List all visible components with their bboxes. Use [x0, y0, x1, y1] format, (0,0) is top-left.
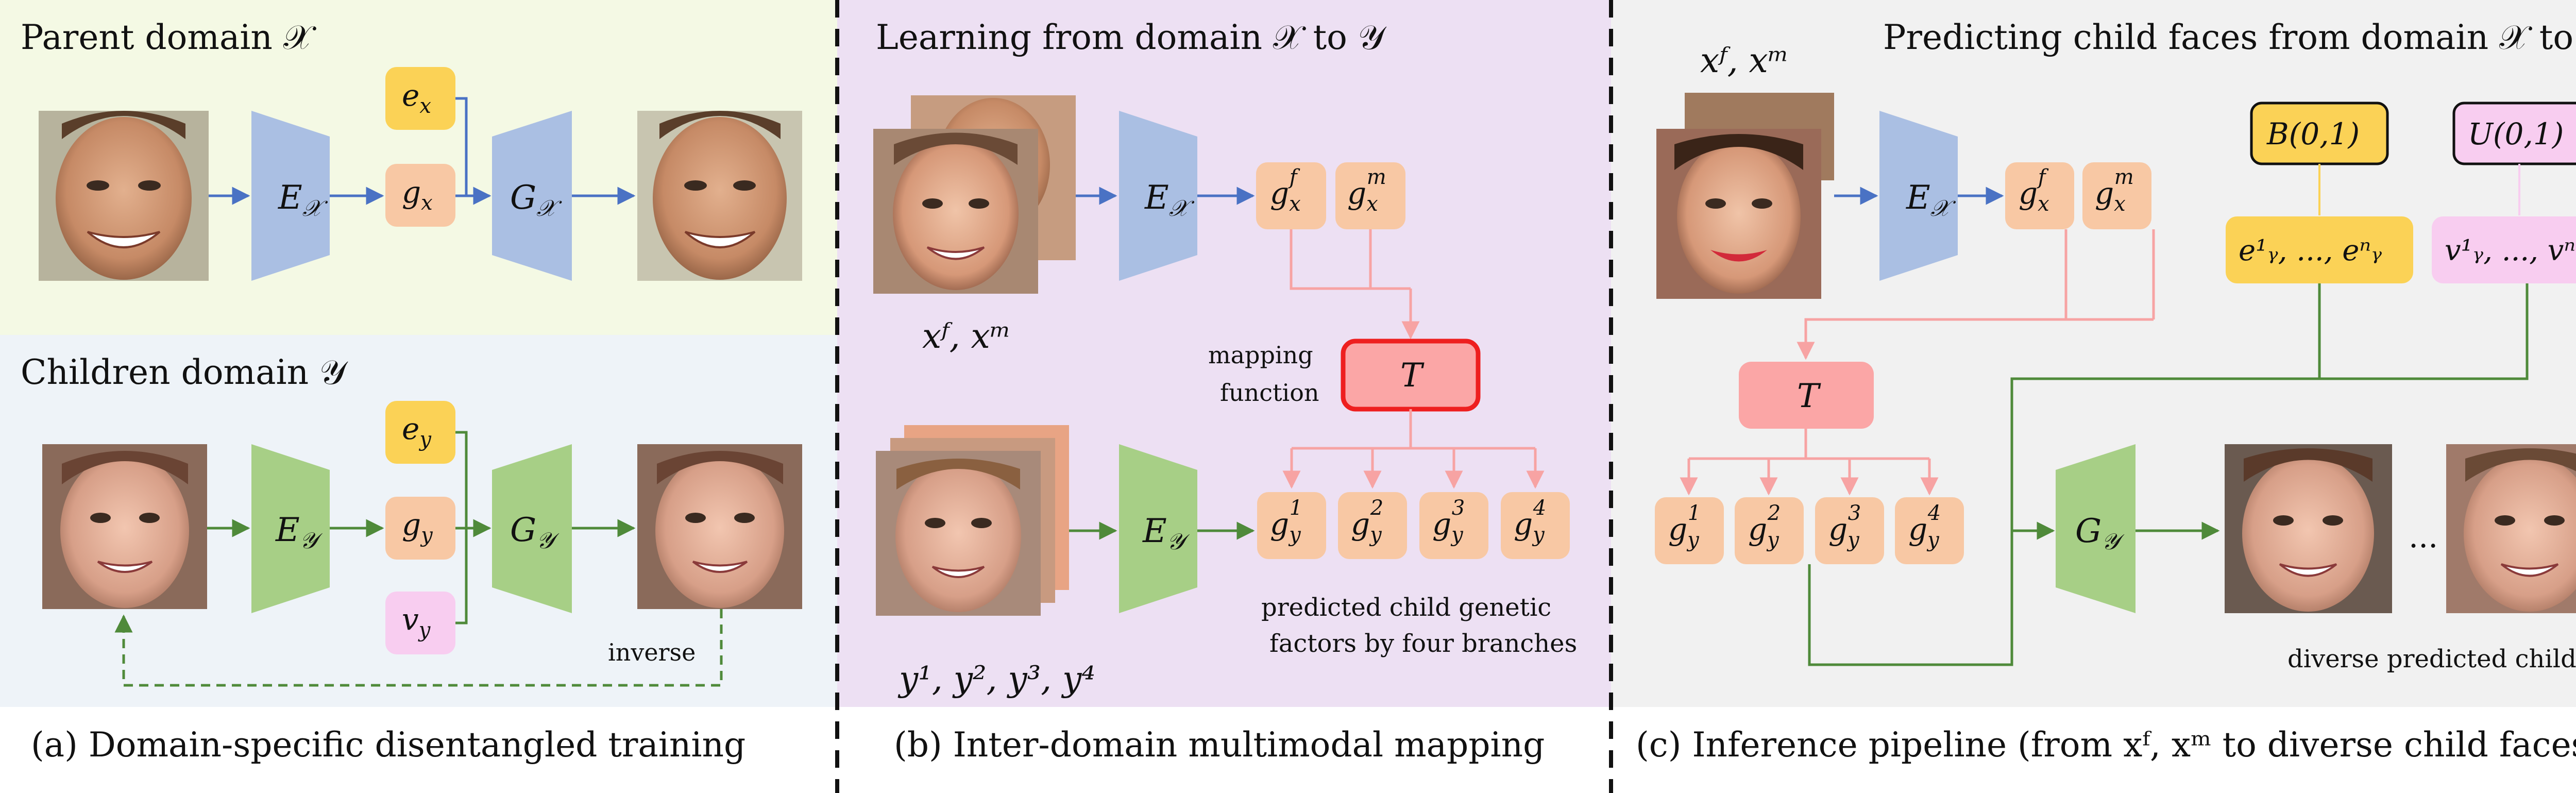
svg-text:B(0,1): B(0,1): [2266, 116, 2360, 151]
branch-factor-b-2: gy2: [1338, 492, 1407, 559]
branch-factor-c-4: gy4: [1895, 497, 1964, 564]
inverse-label: inverse: [608, 638, 696, 666]
branch-factor-b-3: gy3: [1419, 492, 1488, 559]
v-samples-box: v¹ᵧ, ..., vⁿᵧ: [2432, 216, 2576, 283]
svg-text:gxf: gxf: [2019, 165, 2049, 216]
connector-parents-to-T-c: [1797, 229, 2067, 360]
branch-factor-b-1: gy1: [1257, 492, 1326, 559]
mapping-function-T-b: T: [1341, 339, 1481, 412]
svg-text:T: T: [1400, 357, 1425, 395]
factor-g-f-c: gxf: [2005, 162, 2074, 229]
connector-ex: [455, 97, 468, 196]
caption-a: (a) Domain-specific disentangled trainin…: [31, 725, 745, 765]
svg-text:gy2: gy2: [1351, 496, 1383, 547]
v-samples-join: [2319, 283, 2529, 380]
branch-factor-c-3: gy3: [1815, 497, 1884, 564]
parent-input-face: [39, 111, 209, 281]
predicted-label-1: predicted child genetic: [1261, 593, 1551, 622]
panel-b: Learning from domain 𝒳 to 𝒴 xᶠ, xᵐ E𝒳 gx…: [873, 18, 1577, 765]
e-samples-box: e¹ᵧ, ..., eⁿᵧ: [2226, 216, 2413, 283]
child-input-face: [42, 444, 207, 609]
outputs-ellipsis: ...: [2409, 519, 2438, 555]
connector-ey: [455, 431, 468, 528]
svg-text:vy: vy: [402, 602, 431, 642]
caption-c: (c) Inference pipeline (from xᶠ, xᵐ to d…: [1636, 725, 2576, 765]
generator-x-a: G𝒳: [492, 111, 572, 281]
connector-gf-b: [1290, 229, 1372, 290]
generator-y-a: G𝒴: [492, 444, 572, 613]
svg-text:v¹ᵧ, ..., vⁿᵧ: v¹ᵧ, ..., vⁿᵧ: [2445, 234, 2576, 267]
factor-g-x: gx: [385, 164, 455, 227]
encoder-y-a: E𝒴: [251, 444, 330, 613]
encoder-x-c: E𝒳: [1879, 111, 1958, 281]
output-child-face-2: [2446, 444, 2576, 613]
branch-factor-c-1: gy1: [1655, 497, 1724, 564]
factor-e-y: ey: [385, 401, 455, 464]
parent-pair-face-c: [1656, 93, 1834, 299]
svg-text:U(0,1): U(0,1): [2468, 116, 2564, 151]
factor-e-x: ex: [385, 67, 455, 130]
factor-g-m-b: gxm: [1335, 162, 1405, 229]
factor-g-m-c: gxm: [2082, 162, 2151, 229]
factor-g-f-b: gxf: [1256, 162, 1326, 229]
outputs-label: diverse predicted child faces: [2287, 645, 2576, 673]
svg-text:gy4: gy4: [1514, 496, 1546, 547]
samples-to-generator: [2010, 283, 2321, 531]
mapping-label-1: mapping: [1208, 341, 1313, 369]
output-child-face-1: [2225, 444, 2392, 613]
svg-text:ey: ey: [402, 411, 432, 451]
panel-c: Predicting child faces from domain 𝒳 to …: [1636, 18, 2576, 765]
parent-pair-label-c: xᶠ, xᵐ: [1700, 41, 1789, 80]
svg-text:gy3: gy3: [1828, 501, 1861, 552]
child-reconstructed-face: [637, 444, 802, 609]
parent-pair-faces: [873, 95, 1076, 294]
factor-g-y: gy: [385, 497, 455, 560]
panel-c-title: Predicting child faces from domain 𝒳 to …: [1883, 18, 2576, 57]
children-domain-title: Children domain 𝒴: [21, 352, 348, 392]
predicted-label-2: factors by four branches: [1269, 629, 1577, 658]
inverse-dashed-loop: [114, 609, 723, 687]
generator-y-c: G𝒴: [2056, 444, 2136, 613]
caption-b: (b) Inter-domain multimodal mapping: [894, 725, 1545, 765]
svg-text:gy4: gy4: [1908, 501, 1941, 552]
factor-v-y: vy: [385, 592, 455, 654]
encoder-y-b: E𝒴: [1119, 444, 1197, 613]
mapping-function-T-c: T: [1739, 362, 1874, 429]
children-stack-label: y¹, y², y³, y⁴: [897, 659, 1095, 699]
svg-text:gxm: gxm: [2095, 165, 2134, 216]
encoder-x-b: E𝒳: [1119, 111, 1197, 281]
parent-reconstructed-face: [637, 111, 802, 281]
parent-domain-title: Parent domain 𝒳: [21, 18, 316, 57]
svg-text:gx: gx: [402, 175, 433, 215]
svg-text:gy: gy: [402, 507, 433, 547]
branch-factor-b-4: gy4: [1501, 492, 1570, 559]
panel-b-title: Learning from domain 𝒳 to 𝒴: [876, 18, 1387, 57]
encoder-x-a: E𝒳: [251, 111, 330, 281]
svg-text:T: T: [1797, 377, 1821, 415]
svg-text:gxm: gxm: [1347, 165, 1386, 216]
branch3-to-generator: [1808, 531, 2013, 666]
bernoulli-box: B(0,1): [2250, 102, 2389, 165]
panel-a: Parent domain 𝒳 Children domain 𝒴 E𝒳 ex …: [21, 18, 802, 765]
svg-text:gy1: gy1: [1270, 496, 1302, 547]
mapping-label-2: function: [1220, 379, 1319, 407]
svg-text:e¹ᵧ, ..., eⁿᵧ: e¹ᵧ, ..., eⁿᵧ: [2239, 234, 2382, 267]
uniform-box: U(0,1): [2452, 102, 2576, 165]
svg-text:gy3: gy3: [1432, 496, 1465, 547]
svg-text:gy1: gy1: [1668, 501, 1701, 552]
children-stack-faces: [876, 425, 1069, 616]
parent-pair-label: xᶠ, xᵐ: [922, 316, 1011, 356]
connector-vy: [455, 528, 468, 625]
svg-text:gy2: gy2: [1748, 501, 1781, 552]
branch-factor-c-2: gy2: [1735, 497, 1804, 564]
svg-text:ex: ex: [402, 78, 431, 118]
